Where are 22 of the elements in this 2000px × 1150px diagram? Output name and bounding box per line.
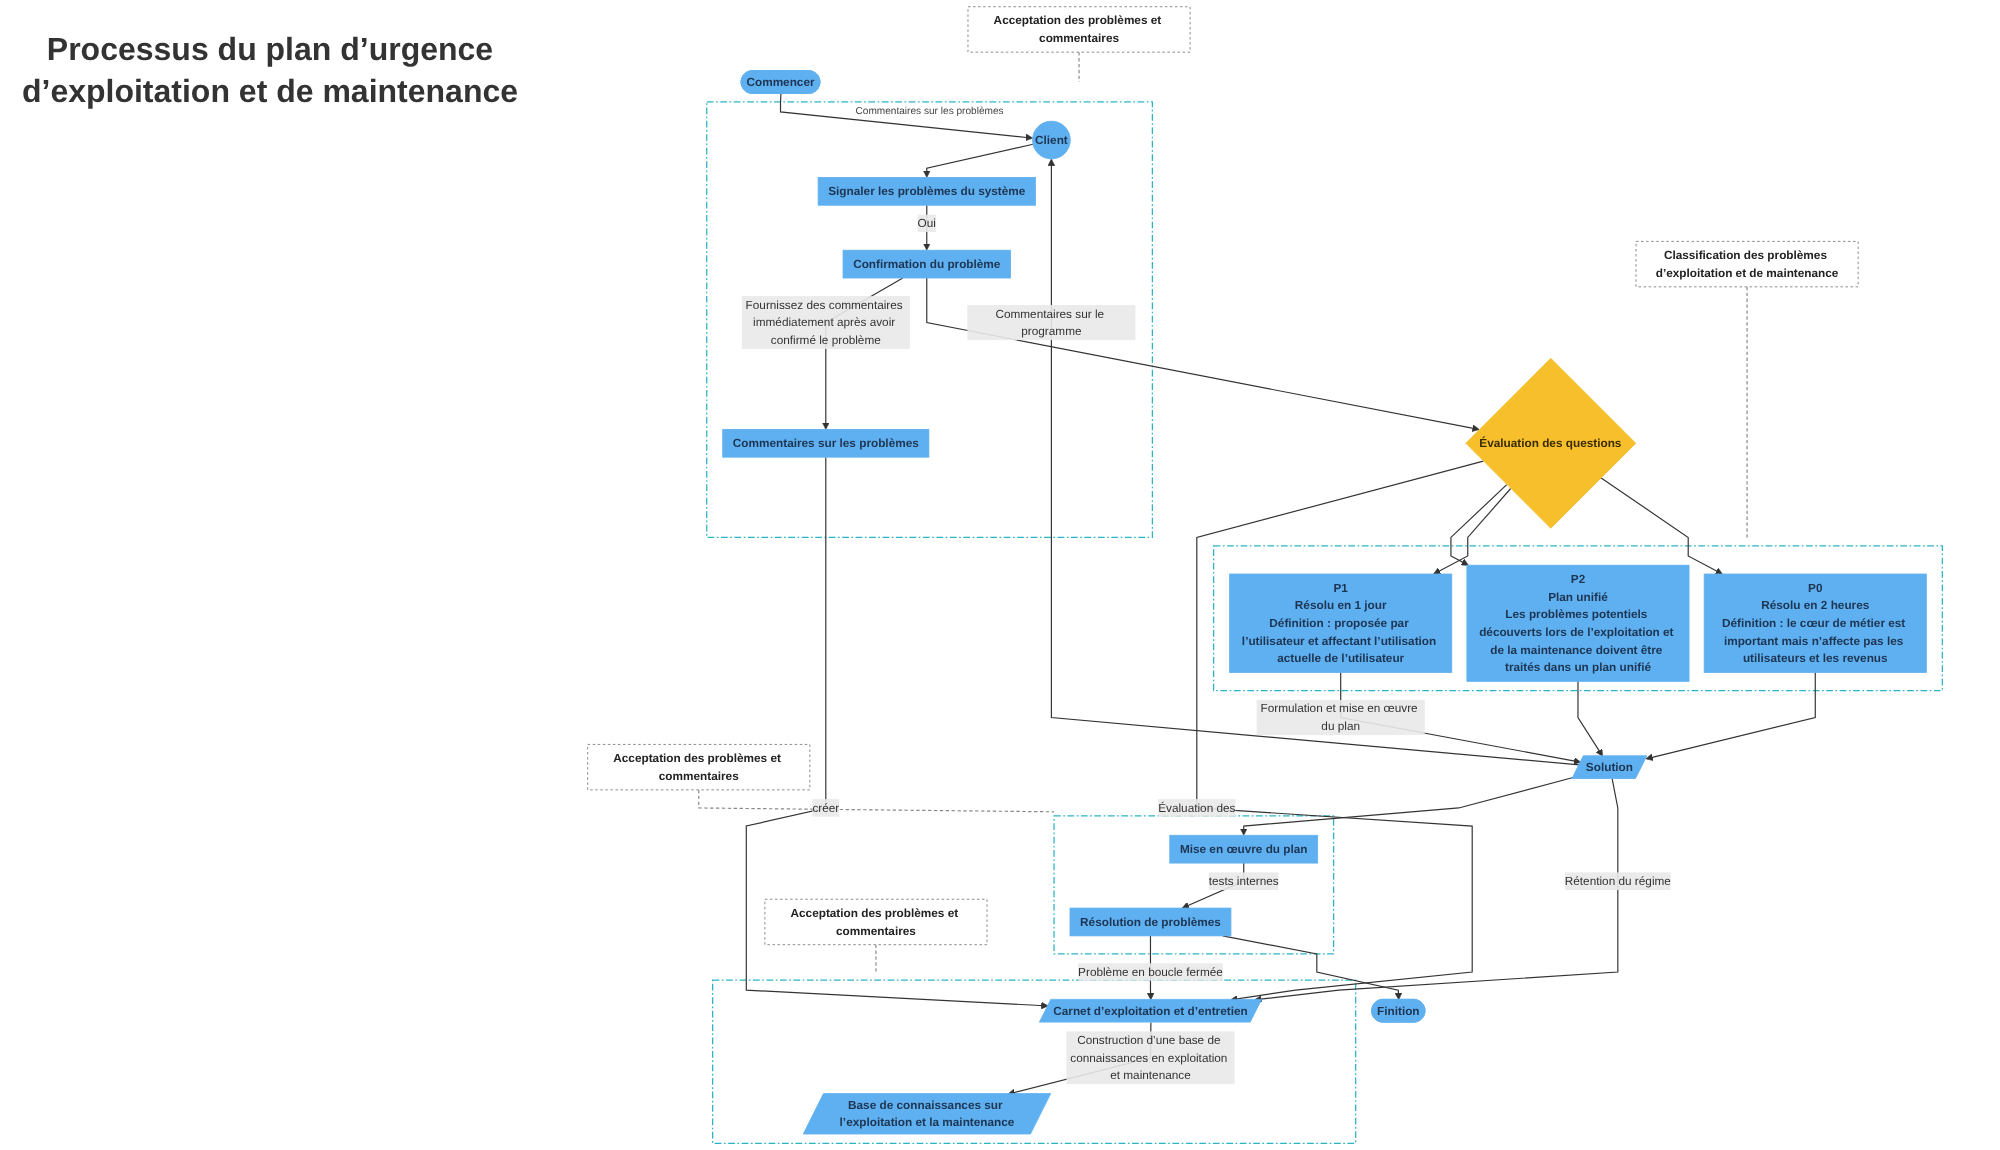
arrow [1240,776,1574,836]
arrow [1196,460,1484,1003]
arrow [1222,935,1403,1001]
arrow [1645,671,1816,761]
arrow [779,93,1033,142]
arrow [1577,680,1603,757]
arrow [923,143,1034,178]
arrow [923,204,931,251]
cluster [1213,545,1943,692]
arrow [1254,778,1619,1003]
title: Processus du plan d’urgence d’exploitation et de maintenance [20,32,520,114]
arrow [1600,477,1723,575]
connector [698,789,1055,813]
arrow [926,277,1480,432]
arrow [745,456,1049,1010]
connector [875,944,877,973]
arrow [1450,484,1508,566]
connector [1746,286,1748,539]
connector [1078,51,1080,83]
arrow [1433,487,1512,575]
cluster [712,979,1357,1144]
cluster [1053,815,1335,955]
